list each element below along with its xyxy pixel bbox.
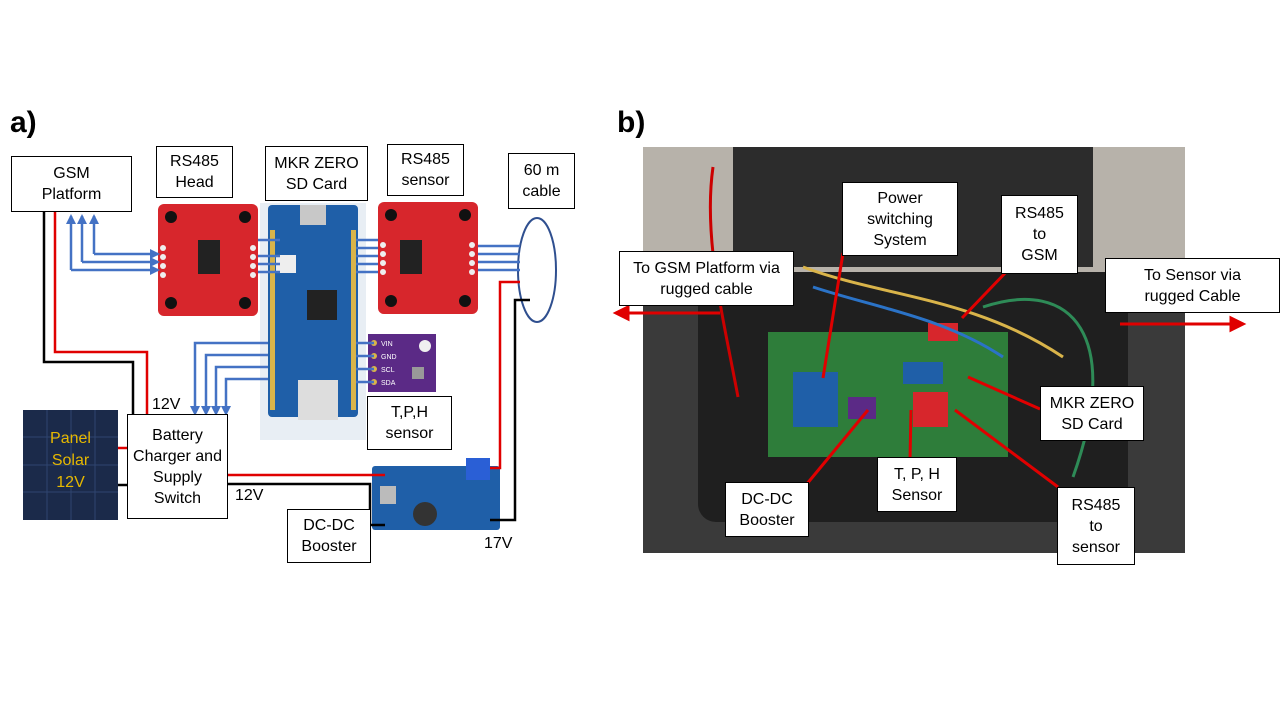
signal-wires (69, 216, 520, 413)
svg-text:SDA: SDA (381, 380, 396, 387)
tph-sensor-photo-box: T, P, H Sensor (877, 457, 957, 512)
dcdc-booster-photo-box: DC-DC Booster (725, 482, 809, 537)
dcdc-booster-board (372, 458, 500, 530)
to-gsm-platform-box: To GSM Platform via rugged cable (619, 251, 794, 306)
ground-wires (42, 212, 530, 527)
mkr-zero-photo-box: MKR ZERO SD Card (1040, 386, 1144, 441)
panel-a-label: a) (10, 106, 37, 139)
svg-text:VIN: VIN (381, 341, 393, 348)
cable-box: 60 m cable (508, 153, 575, 209)
dcdc-booster-box: DC-DC Booster (287, 509, 371, 563)
power-wires (53, 212, 520, 477)
panel-b-label: b) (617, 106, 646, 139)
voltage-12v-top: 12V (152, 396, 181, 413)
signal-arrowheads (66, 214, 231, 416)
rs485-sensor-board (378, 202, 478, 314)
cable-loop (517, 217, 557, 323)
mkr-zero-box: MKR ZERO SD Card (265, 146, 368, 201)
svg-text:SCL: SCL (381, 367, 395, 374)
tph-sensor-box: T,P,H sensor (367, 396, 452, 450)
gsm-platform-box: GSM Platform (11, 156, 132, 212)
rs485-head-board (158, 204, 258, 316)
rs485-gsm-box: RS485 to GSM (1001, 195, 1078, 274)
rs485-sensor-box: RS485 sensor (387, 144, 464, 196)
solar-panel-label: Panel Solar 12V (50, 430, 91, 491)
battery-charger-box: Battery Charger and Supply Switch (127, 414, 228, 519)
wiring-diagram: VIN GND SCL SDA (23, 202, 557, 530)
rs485-head-box: RS485 Head (156, 146, 233, 198)
voltage-17v: 17V (484, 535, 513, 552)
mkr-zero-board (260, 203, 366, 440)
to-sensor-box: To Sensor via rugged Cable (1105, 258, 1280, 313)
power-switching-box: Power switching System (842, 182, 958, 256)
tph-sensor-board: VIN GND SCL SDA (368, 334, 436, 392)
svg-text:GND: GND (381, 354, 397, 361)
rs485-sensor-photo-box: RS485 to sensor (1057, 487, 1135, 565)
voltage-12v-bottom: 12V (235, 487, 264, 504)
